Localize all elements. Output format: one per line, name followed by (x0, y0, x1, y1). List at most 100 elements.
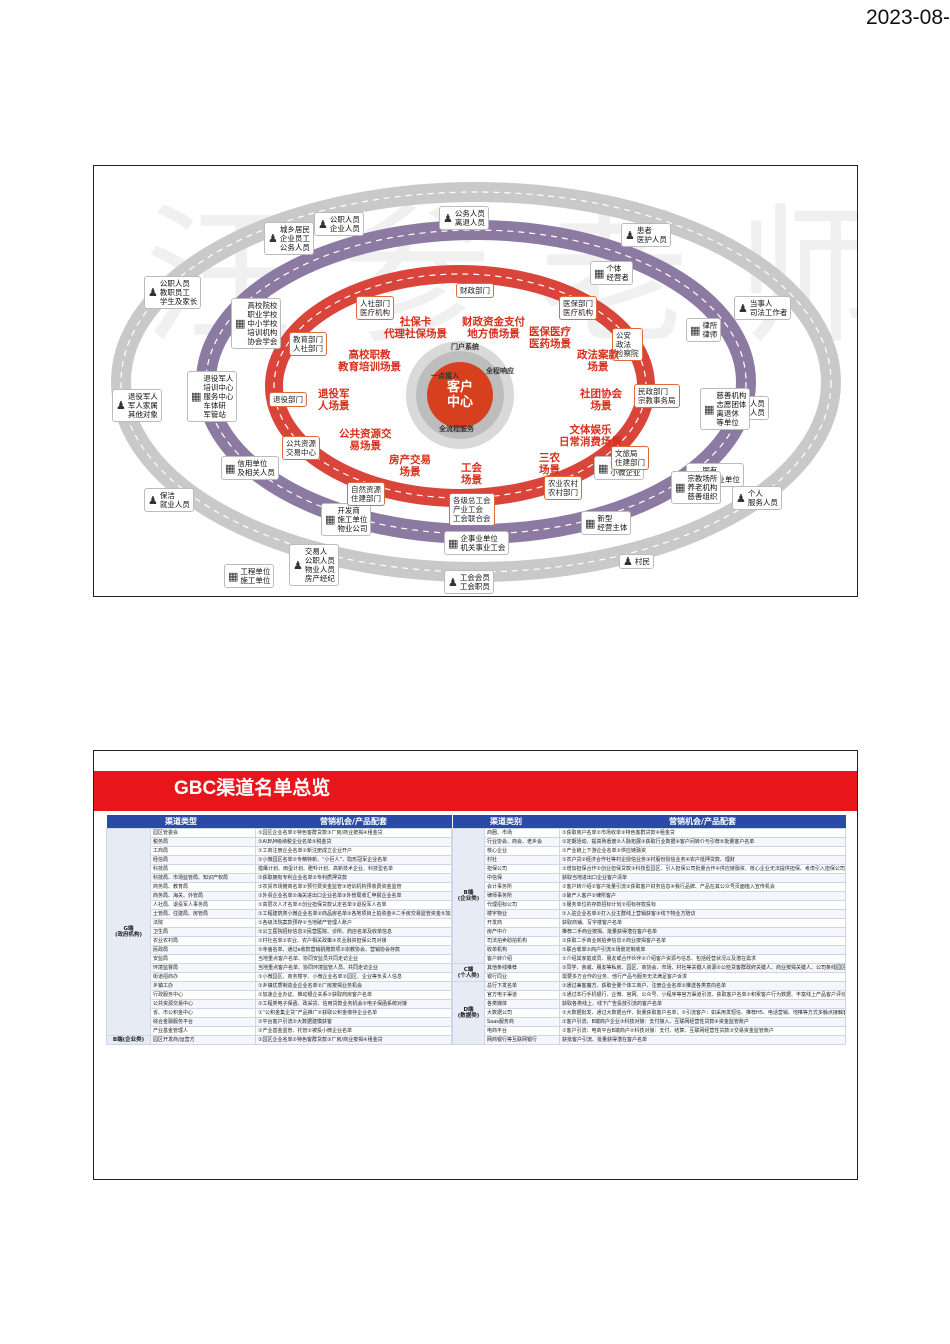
outer-node-label: 交易人 公职人员 物业人员 房产经纪 (304, 547, 335, 583)
outer-node: ♟交易人 公职人员 物业人员 房产经纪 (289, 544, 339, 586)
outer-node: ▦个体 经营者 (590, 261, 633, 285)
people-icon: ▦ (704, 402, 715, 416)
table-row: 网商银行等互联网银行获批客户引流、批量获得潜在客户名单 (453, 1035, 846, 1045)
channel-group-label: C端 (个人类) (452, 963, 485, 982)
people-icon: ♟ (318, 217, 328, 231)
people-icon: ▦ (594, 266, 605, 280)
scenario-label: 工会 场景 (461, 462, 482, 486)
department-node: 民政部门 宗教事务局 (634, 384, 680, 408)
channel-name-cell: 收单机构 (484, 945, 560, 955)
opportunity-cell: ①外贸企业名单②海关进出口企业名单③外管局收汇申报企业名单 (255, 891, 452, 901)
channel-group-label: B端 (企业类) (452, 828, 485, 964)
department-node: 文旅局 住建部门 (611, 446, 649, 470)
scenario-label: 房产交易 场景 (389, 454, 431, 478)
opportunity-cell: 推荐二手商业按揭、批量获得潜在客户名单 (559, 927, 846, 937)
hub-label-response: 全程响应 (486, 367, 514, 375)
table-row: 科技局猎鹰计划、雨蛋计划、瞪羚计划、高新技术企业、科技型名单 (107, 864, 452, 874)
outer-node: ♟公务人员 离退人员 (439, 206, 489, 230)
opportunity-cell: ①破产人客户②律所客户 (559, 891, 846, 901)
opportunity-cell: ①加速企业办证、推动银企关系②获取商房客户名单 (255, 990, 452, 1000)
people-icon: ♟ (148, 286, 158, 299)
opportunity-cell: ①获取拥有专利企业名单②专利质押贷款 (255, 873, 452, 883)
outer-node-label: 公职人员 企业人员 (329, 215, 360, 233)
outer-node: ▦企事业单位 机关事业工会 (444, 531, 510, 555)
opportunity-cell: ①获取二手商业房拍卖信息②商业按揭客户名单 (559, 936, 846, 946)
opportunity-cell: ①小微园区名单②专精特新、“小巨人”、隐形冠军企业名单 (255, 855, 452, 865)
channel-name-cell: 综合金融服务平台 (150, 1017, 256, 1027)
outer-node-label: 新型 经营主体 (597, 514, 628, 532)
scenario-label: 高校职教 教育培训场景 (338, 349, 401, 373)
right-header-type: 渠道类别 (452, 815, 560, 829)
channel-name-cell: 街道招商办 (150, 972, 256, 982)
opportunity-cell: 当地重点客户名单、协同安监员共同走访企业 (255, 954, 452, 964)
outer-node: ▦律所 律师 (686, 318, 722, 342)
outer-node: ♟当事人 司法工作者 (734, 296, 792, 320)
people-icon: ▦ (235, 317, 246, 330)
outer-node: ▦工程单位 施工单位 (224, 564, 275, 588)
channel-name-cell: 乡镇工办 (150, 981, 256, 991)
opportunity-cell: ①工程建筑类小微企业名单②商品房名单③各地项目土拍资金④二手房交易监管资金⑤加速… (255, 909, 452, 919)
scenario-label: 财政资金支付 地方债场景 (462, 316, 525, 340)
people-icon: ▦ (598, 461, 609, 475)
channel-name-cell: 农业农村局 (150, 936, 256, 946)
opportunity-cell: ①产业基金监管、托管②被投小微企业名单 (255, 1026, 452, 1036)
opportunity-cell: ①高层次人才名单②创业担保贷款认定名单③退役军人名单 (255, 900, 452, 910)
channel-name-cell: Saas服务商 (484, 1017, 560, 1027)
channel-name-cell: 核心企业 (484, 846, 560, 856)
outer-node: ♟公职人员 企业人员 (314, 212, 364, 236)
channel-name-cell: 民政局 (150, 945, 256, 955)
opportunity-cell: ①客户引流、B端商户企业③科技对接：支付接入、互联网经营性贷款④资金监管账户 (559, 1017, 846, 1027)
opportunity-cell: 获批客户引流、批量获得潜在客户名单 (559, 1035, 846, 1045)
table-title: GBC渠道名单总览 (174, 778, 331, 799)
people-icon: ♟ (625, 228, 635, 242)
table-row: 中信保获取当地进出口企业客户清单 (453, 873, 846, 883)
channel-name-cell: 各类媒体 (484, 999, 560, 1009)
hub-label-portal: 门户系统 (451, 343, 479, 351)
opportunity-cell: 需要多方合作的业务、他行产品与服务无法满足客户诉求 (559, 972, 846, 982)
channel-name-cell: 会计事务所 (484, 882, 560, 892)
channel-name-cell: 行业协会、商会、老乡会 (484, 837, 560, 847)
channel-name-cell: 司法拍卖助拍机构 (484, 936, 560, 946)
channel-group-label: B端(企业类) (106, 1035, 151, 1045)
outer-node: ♟退役军人 军人家属 其他对象 (112, 389, 162, 422)
channel-name-cell: 卫生局 (150, 927, 256, 937)
opportunity-cell: ①工程类电子保函、政采贷、信用贷款业务机会②电子保函系统对接 (255, 999, 452, 1009)
opportunity-cell: ①乡镇优质制造业企业名单②厂房按揭业务机会 (255, 981, 452, 991)
outer-node-label: 退役军人 培训中心 服务中心 车体研 军管站 (203, 374, 234, 419)
outer-node: ♟城乡居民 企业员工 公务人员 (264, 222, 314, 255)
scenario-label: 政法案款 场景 (577, 349, 619, 373)
opportunity-cell: ①平台客户引流②大数据建模获客 (255, 1017, 452, 1027)
right-header-opportunity: 营销机会/产品配套 (559, 815, 846, 829)
channel-name-cell: 官方电子渠道 (484, 990, 560, 1000)
channel-name-cell: 网商银行等互联网银行 (484, 1035, 560, 1045)
channel-name-cell: 法院 (150, 918, 256, 928)
channel-name-cell: 土管局、住建局、房管局 (150, 909, 256, 919)
opportunity-cell: ①客户引流：电商平台B端商户②科技对接：支付、结算、互联网经营性贷款③交易资金监… (559, 1026, 846, 1036)
outer-node-label: 工程单位 施工单位 (240, 567, 271, 585)
channel-name-cell: 开发商 (484, 918, 560, 928)
outer-node-label: 信用单位 及相关人员 (237, 459, 275, 477)
channel-name-cell: 商务局、教育局 (150, 882, 256, 892)
opportunity-cell: ①产业链上下游企业名单②供应链融资 (559, 846, 846, 856)
people-icon: ♟ (448, 575, 458, 589)
department-node: 财政部门 (456, 283, 494, 298)
table-row: 房产中介推荐二手商业按揭、批量获得潜在客户名单 (453, 927, 846, 937)
department-node: 各级总工会 产业工会 工会联合会 (449, 493, 495, 526)
outer-node-label: 患者 医护人员 (636, 226, 667, 244)
department-node: 公共资源 交易中心 (282, 436, 320, 460)
outer-node: ♟公职人员 教职员工 学生及家长 (144, 276, 202, 309)
opportunity-cell: ①定期活动、提高熟悉度②人脉拓展③获取行业数据④客户间转介与引荐⑤批量客户名单 (559, 837, 846, 847)
channel-name-cell: 园区开发商/运营方 (150, 1035, 256, 1045)
